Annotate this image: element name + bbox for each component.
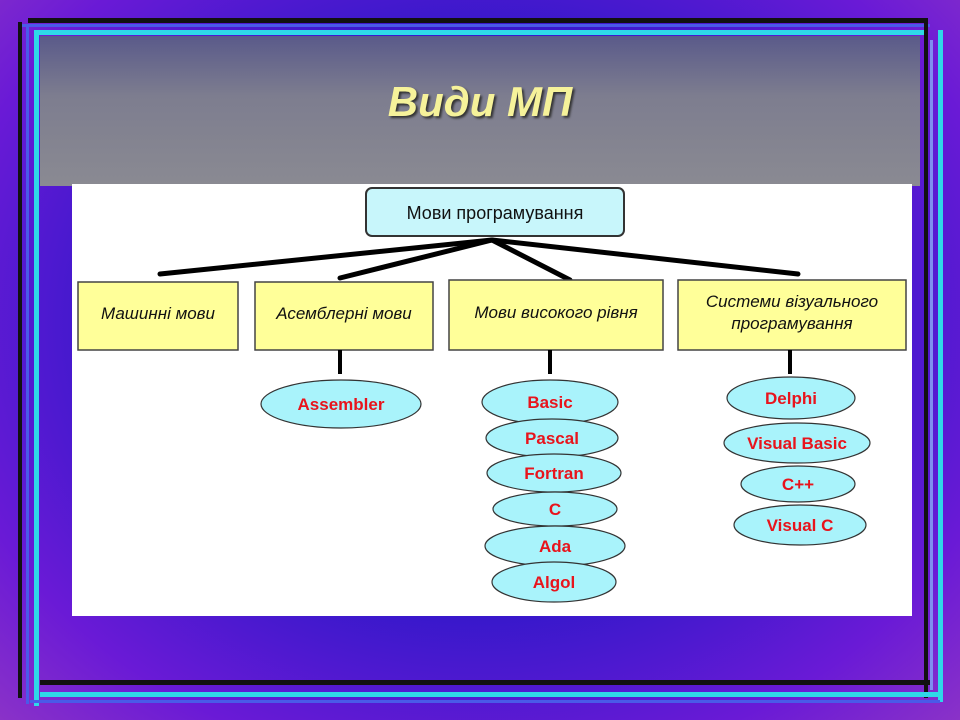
- category-label-4-line-1: Системи візуального: [706, 292, 878, 311]
- category-box-2: [254, 281, 434, 351]
- category-label-2-line-1: Асемблерні мови: [275, 304, 412, 323]
- slide-title: Види МП: [387, 78, 573, 125]
- frame-line-bottom-outer: [40, 680, 930, 685]
- item-oval-delphi: [726, 376, 856, 420]
- connector-root-to-category-3: [489, 237, 573, 283]
- category-label-3-line-1: Мови високого рівня: [474, 303, 637, 322]
- title-band: [40, 36, 920, 186]
- frame-line-left-outer: [18, 22, 22, 698]
- item-label-ada: Ada: [539, 537, 572, 556]
- frame-line-right-cyan: [938, 30, 943, 702]
- item-label-assembler: Assembler: [298, 395, 385, 414]
- category-box-3: [448, 279, 664, 351]
- item-label-fortran: Fortran: [524, 464, 584, 483]
- item-label-c: C: [549, 500, 561, 519]
- category-box-1: [77, 281, 239, 351]
- frame-line-right-blue: [930, 40, 933, 690]
- item-oval-visual-basic: [723, 422, 871, 464]
- connector-root-to-category-2: [337, 237, 495, 281]
- item-oval-visual-c: [733, 504, 867, 546]
- frame-line-bottom-cyan: [40, 692, 940, 697]
- item-oval-algol: [491, 561, 617, 603]
- item-label-visual-basic: Visual Basic: [747, 434, 847, 453]
- item-label-visual-c: Visual C: [767, 516, 834, 535]
- item-label-cplusplus: C++: [782, 475, 814, 494]
- frame-line-top-blue: [20, 24, 930, 27]
- category-label-4-line-2: програмування: [731, 314, 852, 333]
- connector-root-to-category-1: [157, 237, 495, 277]
- item-label-basic: Basic: [527, 393, 572, 412]
- item-label-delphi: Delphi: [765, 389, 817, 408]
- item-oval-cplusplus: [740, 465, 856, 503]
- frame-line-right-outer: [924, 22, 928, 698]
- frame-line-left-blue: [26, 24, 29, 704]
- item-oval-assembler: [260, 379, 422, 429]
- root-node-label: Мови програмування: [407, 203, 584, 223]
- frame-line-top-outer: [28, 18, 928, 23]
- item-label-pascal: Pascal: [525, 429, 579, 448]
- category-label-1-line-1: Машинні мови: [101, 304, 216, 323]
- frame-line-left-cyan: [34, 30, 39, 706]
- connector-root-to-category-4: [489, 237, 801, 277]
- item-label-algol: Algol: [533, 573, 576, 592]
- root-node-box: [365, 187, 625, 237]
- frame-line-top-cyan: [36, 30, 926, 35]
- frame-line-bottom-blue: [30, 700, 940, 703]
